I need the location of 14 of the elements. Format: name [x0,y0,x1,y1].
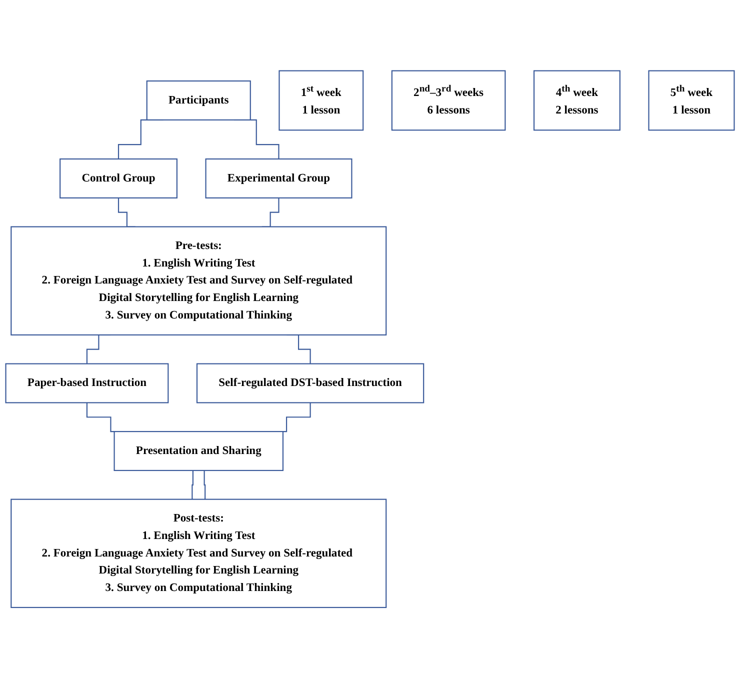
connector [202,470,206,500]
node-box: 4$^{th}$ week 2 lessons [533,70,620,132]
node-box: 5$^{th}$ week 1 lesson [648,70,735,132]
node-box: Post-tests: 1. English Writing Test 2. Foreign Language Anxiety Test and Survey on Self-regulated Digital Storytelling for English Learning 3. Survey on Computational Thinking [10,499,387,608]
node-box: Self-regulated DST-based Instruction [196,364,424,404]
connector [192,470,194,500]
node-box: Pre-tests: 1. English Writing Test 2. Foreign Language Anxiety Test and Survey on Self-regulated Digital Storytelling for English Learning 3. Survey on Computational Thinking [10,226,387,336]
node-box: Paper-based Instruction [5,364,169,404]
node-box: Presentation and Sharing [114,431,284,472]
node-box: Experimental Group [205,158,352,199]
node-box: 2$^{nd}$–3$^{rd}$ weeks 6 lessons [391,70,506,132]
node-box: Participants [146,80,251,121]
node-box: Control Group [60,158,178,199]
node-box: 1$^{st}$ week 1 lesson [278,70,364,132]
